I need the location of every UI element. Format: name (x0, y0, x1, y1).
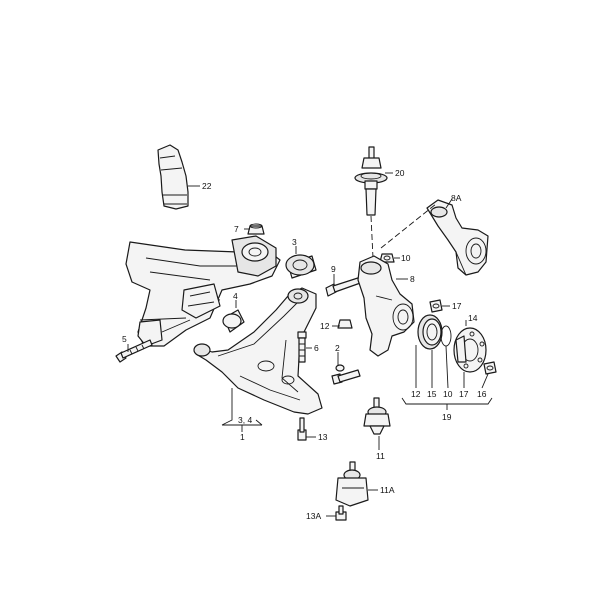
callout-4: 4 (233, 291, 238, 301)
callout-6: 6 (314, 343, 319, 353)
leader-16 (481, 373, 489, 389)
bolt-part-2 (331, 364, 361, 385)
leader-1-left (221, 388, 233, 426)
callout-22: 22 (202, 181, 212, 191)
wheel-bearing-housing-part-8 (357, 255, 415, 357)
callout-5: 5 (122, 334, 127, 344)
ball-joint-part-11 (363, 397, 391, 435)
callout-11: 11 (376, 451, 385, 461)
callout-3: 3 (292, 237, 297, 247)
callout-12b: 12 (411, 389, 421, 399)
bolt-part-5 (115, 339, 153, 363)
callout-10: 10 (401, 253, 411, 263)
callout-8: 8 (410, 274, 415, 284)
strut-bolt-part-20 (354, 146, 388, 216)
nut-part-7 (247, 223, 265, 235)
leader-10b (445, 345, 449, 389)
callout-17: 17 (452, 301, 462, 311)
bolt-part-6 (297, 331, 307, 363)
wheel-bearing-part-15 (417, 314, 443, 350)
callout-19: 19 (442, 412, 452, 422)
dashed-line-8A (380, 203, 437, 249)
callout-1: 1 (240, 432, 245, 442)
steering-knuckle-part-8A (426, 199, 489, 276)
subframe-axle-carrier (125, 235, 281, 347)
callout-20: 20 (395, 168, 405, 178)
callout-15: 15 (427, 389, 437, 399)
leader-1-right (255, 419, 263, 426)
callout-7: 7 (234, 224, 239, 234)
protective-sleeve-part-22 (157, 144, 189, 210)
ball-joint-part-11A (335, 461, 369, 507)
callout-17b: 17 (459, 389, 469, 399)
callout-11A: 11A (380, 485, 395, 495)
circlip-part-10 (440, 325, 452, 347)
callout-2: 2 (335, 343, 340, 353)
nut-part-12 (337, 319, 353, 329)
bushing-part-4 (222, 309, 245, 333)
wishbone-part-1 (193, 287, 323, 415)
wheel-hub-part-14 (453, 327, 487, 373)
nut-part-17 (429, 299, 443, 313)
callout-10b: 10 (443, 389, 453, 399)
bolt-part-13A (335, 505, 347, 521)
callout-13A: 13A (306, 511, 321, 521)
callout-8A: 8A (451, 193, 462, 203)
leader-8A (445, 198, 453, 209)
bolt-part-16 (483, 361, 497, 375)
callout-9: 9 (331, 264, 336, 274)
callout-13: 13 (318, 432, 328, 442)
bushing-part-3 (285, 254, 317, 279)
callout-14: 14 (468, 313, 478, 323)
dashed-line-strut (370, 215, 374, 259)
callout-12: 12 (320, 321, 330, 331)
callout-3-4: 3, 4 (238, 415, 252, 425)
bolt-part-13 (297, 417, 307, 441)
callout-16: 16 (477, 389, 487, 399)
